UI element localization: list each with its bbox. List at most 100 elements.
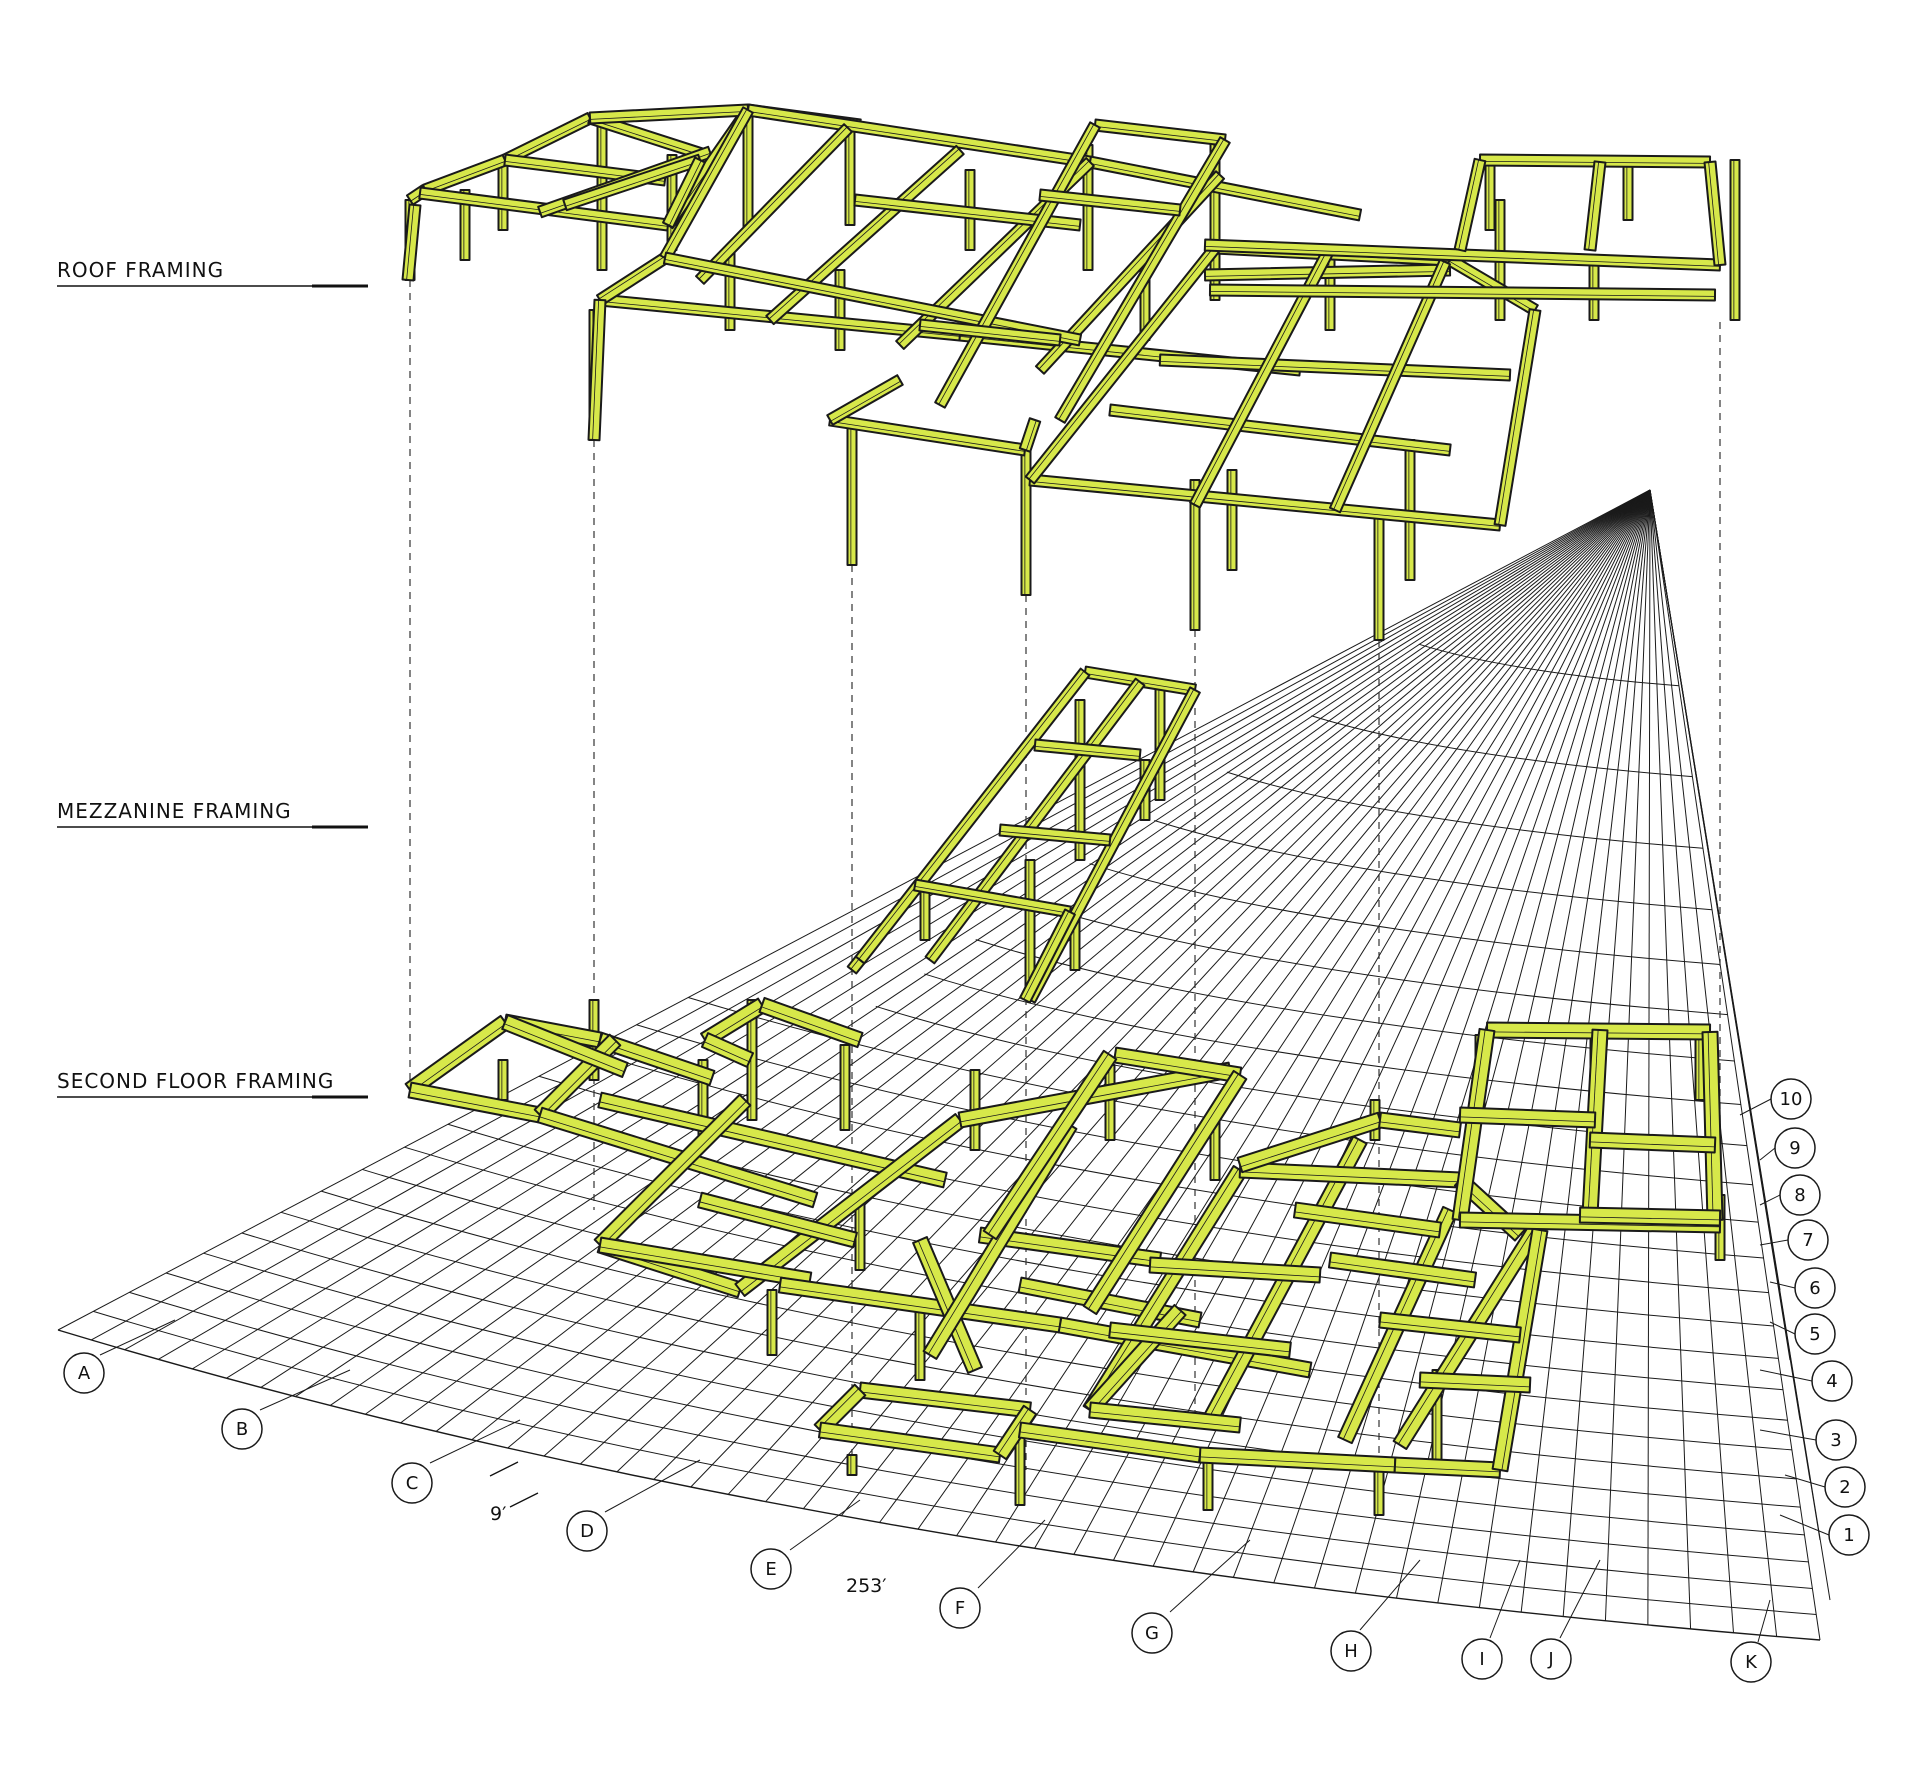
grid-ray-line bbox=[1604, 489, 1651, 1621]
grid-leader-line bbox=[1759, 1239, 1789, 1246]
roof-beam bbox=[853, 193, 1082, 232]
grid-ray-line bbox=[260, 489, 1651, 1388]
roof-beam-edge bbox=[1089, 162, 1360, 217]
roof-beam-edge bbox=[1498, 309, 1535, 525]
grid-bubble-1 bbox=[1828, 1514, 1870, 1556]
floor-beam bbox=[1378, 1311, 1522, 1344]
roof-beam-edge bbox=[1205, 270, 1451, 277]
floor-beam-edge bbox=[1089, 1411, 1240, 1428]
grid-arc-line bbox=[321, 1190, 1792, 1451]
grid-letter-label: A bbox=[78, 1363, 91, 1384]
grid-ray-line bbox=[1649, 489, 1781, 1291]
roof-beam-edge bbox=[829, 420, 1025, 452]
floor-beam-edge bbox=[917, 1240, 974, 1371]
steel-column bbox=[459, 189, 471, 261]
grid-bubble-a bbox=[63, 1352, 105, 1394]
roof-beam-edge bbox=[938, 124, 1095, 405]
steel-column bbox=[1373, 509, 1385, 641]
grid-arc-line bbox=[93, 1310, 1817, 1615]
overall-dimension-label: 253′ bbox=[846, 1575, 887, 1597]
grid-letter-label: B bbox=[236, 1419, 248, 1440]
floor-beam-edge bbox=[761, 1006, 860, 1043]
roof-beam-edge bbox=[589, 118, 705, 157]
floor-beam-edge bbox=[1199, 1456, 1395, 1468]
floor-beam-edge bbox=[1379, 1321, 1520, 1338]
floor-beam-edge bbox=[1457, 1029, 1486, 1220]
grid-ray-line bbox=[840, 489, 1651, 1516]
grid-leader-line bbox=[977, 1519, 1046, 1589]
grid-ray-line bbox=[226, 489, 1651, 1379]
roof-beam bbox=[765, 144, 965, 326]
level-label-second-floor: SECOND FLOOR FRAMING bbox=[57, 1069, 368, 1099]
roof-beam bbox=[1093, 118, 1227, 147]
floor-beam-edge bbox=[1088, 1073, 1239, 1310]
steel-column bbox=[834, 269, 846, 351]
floor-beam-edge bbox=[818, 1388, 859, 1429]
grid-leader-line bbox=[1489, 1559, 1521, 1639]
roof-beam-edge bbox=[663, 109, 748, 258]
roof-beam-edge bbox=[1094, 125, 1225, 142]
roof-beam bbox=[1018, 417, 1042, 453]
grid-ray-line bbox=[1273, 489, 1651, 1583]
roof-beam-edge bbox=[747, 110, 1090, 164]
roof-beam-edge bbox=[590, 110, 749, 120]
grid-number-label: 1 bbox=[1843, 1525, 1854, 1546]
grid-leader-line bbox=[1769, 1321, 1796, 1335]
floor-beam-edge bbox=[1019, 1431, 1200, 1458]
floor-beam-edge bbox=[819, 1431, 1000, 1458]
roof-framing-label: ROOF FRAMING bbox=[57, 258, 224, 282]
grid-bubble-k bbox=[1730, 1641, 1772, 1683]
grid-bubble-c bbox=[391, 1462, 433, 1504]
floor-beam-edge bbox=[1114, 1056, 1240, 1078]
grid-ray-line bbox=[1232, 489, 1651, 1578]
grid-bubble-6 bbox=[1794, 1267, 1836, 1309]
floor-beam bbox=[1701, 1030, 1724, 1222]
grid-ray-line bbox=[1647, 489, 1651, 1625]
grid-leader-line bbox=[1739, 1098, 1772, 1116]
roof-beam-edge bbox=[1458, 159, 1480, 250]
grid-letter-label: F bbox=[955, 1598, 965, 1619]
roof-beam bbox=[695, 123, 853, 285]
floor-beam-edge bbox=[601, 1101, 747, 1247]
grid-bubble-7 bbox=[1787, 1219, 1829, 1261]
floor-beam bbox=[1198, 1446, 1397, 1474]
grid-number-label: 9 bbox=[1789, 1138, 1800, 1159]
grid-arc-line bbox=[203, 1252, 1805, 1536]
roof-beam bbox=[826, 374, 904, 426]
grid-bubble-h bbox=[1330, 1630, 1372, 1672]
roof-beam-edge bbox=[406, 204, 415, 280]
roof-beam bbox=[1158, 353, 1512, 382]
grid-number-label: 7 bbox=[1802, 1230, 1813, 1251]
steel-column bbox=[497, 1059, 509, 1101]
grid-ray-line bbox=[579, 489, 1651, 1465]
grid-ray-line bbox=[917, 489, 1651, 1530]
roof-beam-edge bbox=[664, 258, 1080, 342]
floor-beam bbox=[697, 1191, 858, 1249]
grid-ray-line bbox=[1112, 489, 1651, 1561]
roof-beam-edge bbox=[698, 126, 848, 280]
floor-beam-edge bbox=[409, 1091, 540, 1118]
grid-leader-line bbox=[259, 1369, 351, 1411]
grid-number-label: 8 bbox=[1794, 1185, 1805, 1206]
steel-column bbox=[846, 419, 858, 566]
grid-ray-line bbox=[1354, 489, 1651, 1594]
floor-beam-edge bbox=[1579, 1216, 1720, 1221]
steel-column bbox=[497, 159, 509, 231]
floor-beam bbox=[1083, 1303, 1187, 1417]
floor-beam bbox=[1088, 1401, 1242, 1434]
grid-bubble-2 bbox=[1824, 1466, 1866, 1508]
floor-beam-edge bbox=[1394, 1466, 1500, 1473]
roof-beam-edge bbox=[1058, 139, 1225, 420]
grid-bubble-3 bbox=[1815, 1419, 1857, 1461]
steel-column bbox=[1104, 1064, 1116, 1141]
grid-arc-line bbox=[1089, 863, 1721, 966]
grid-bubble-g bbox=[1131, 1612, 1173, 1654]
grid-leader-line bbox=[99, 1319, 176, 1356]
grid-letter-label: D bbox=[580, 1521, 594, 1542]
roof-beam bbox=[918, 318, 1062, 347]
grid-ray-line bbox=[1192, 489, 1651, 1573]
floor-beam-edge bbox=[1707, 1032, 1714, 1221]
grid-arc-line bbox=[280, 1211, 1797, 1480]
floor-beam bbox=[597, 1091, 948, 1189]
